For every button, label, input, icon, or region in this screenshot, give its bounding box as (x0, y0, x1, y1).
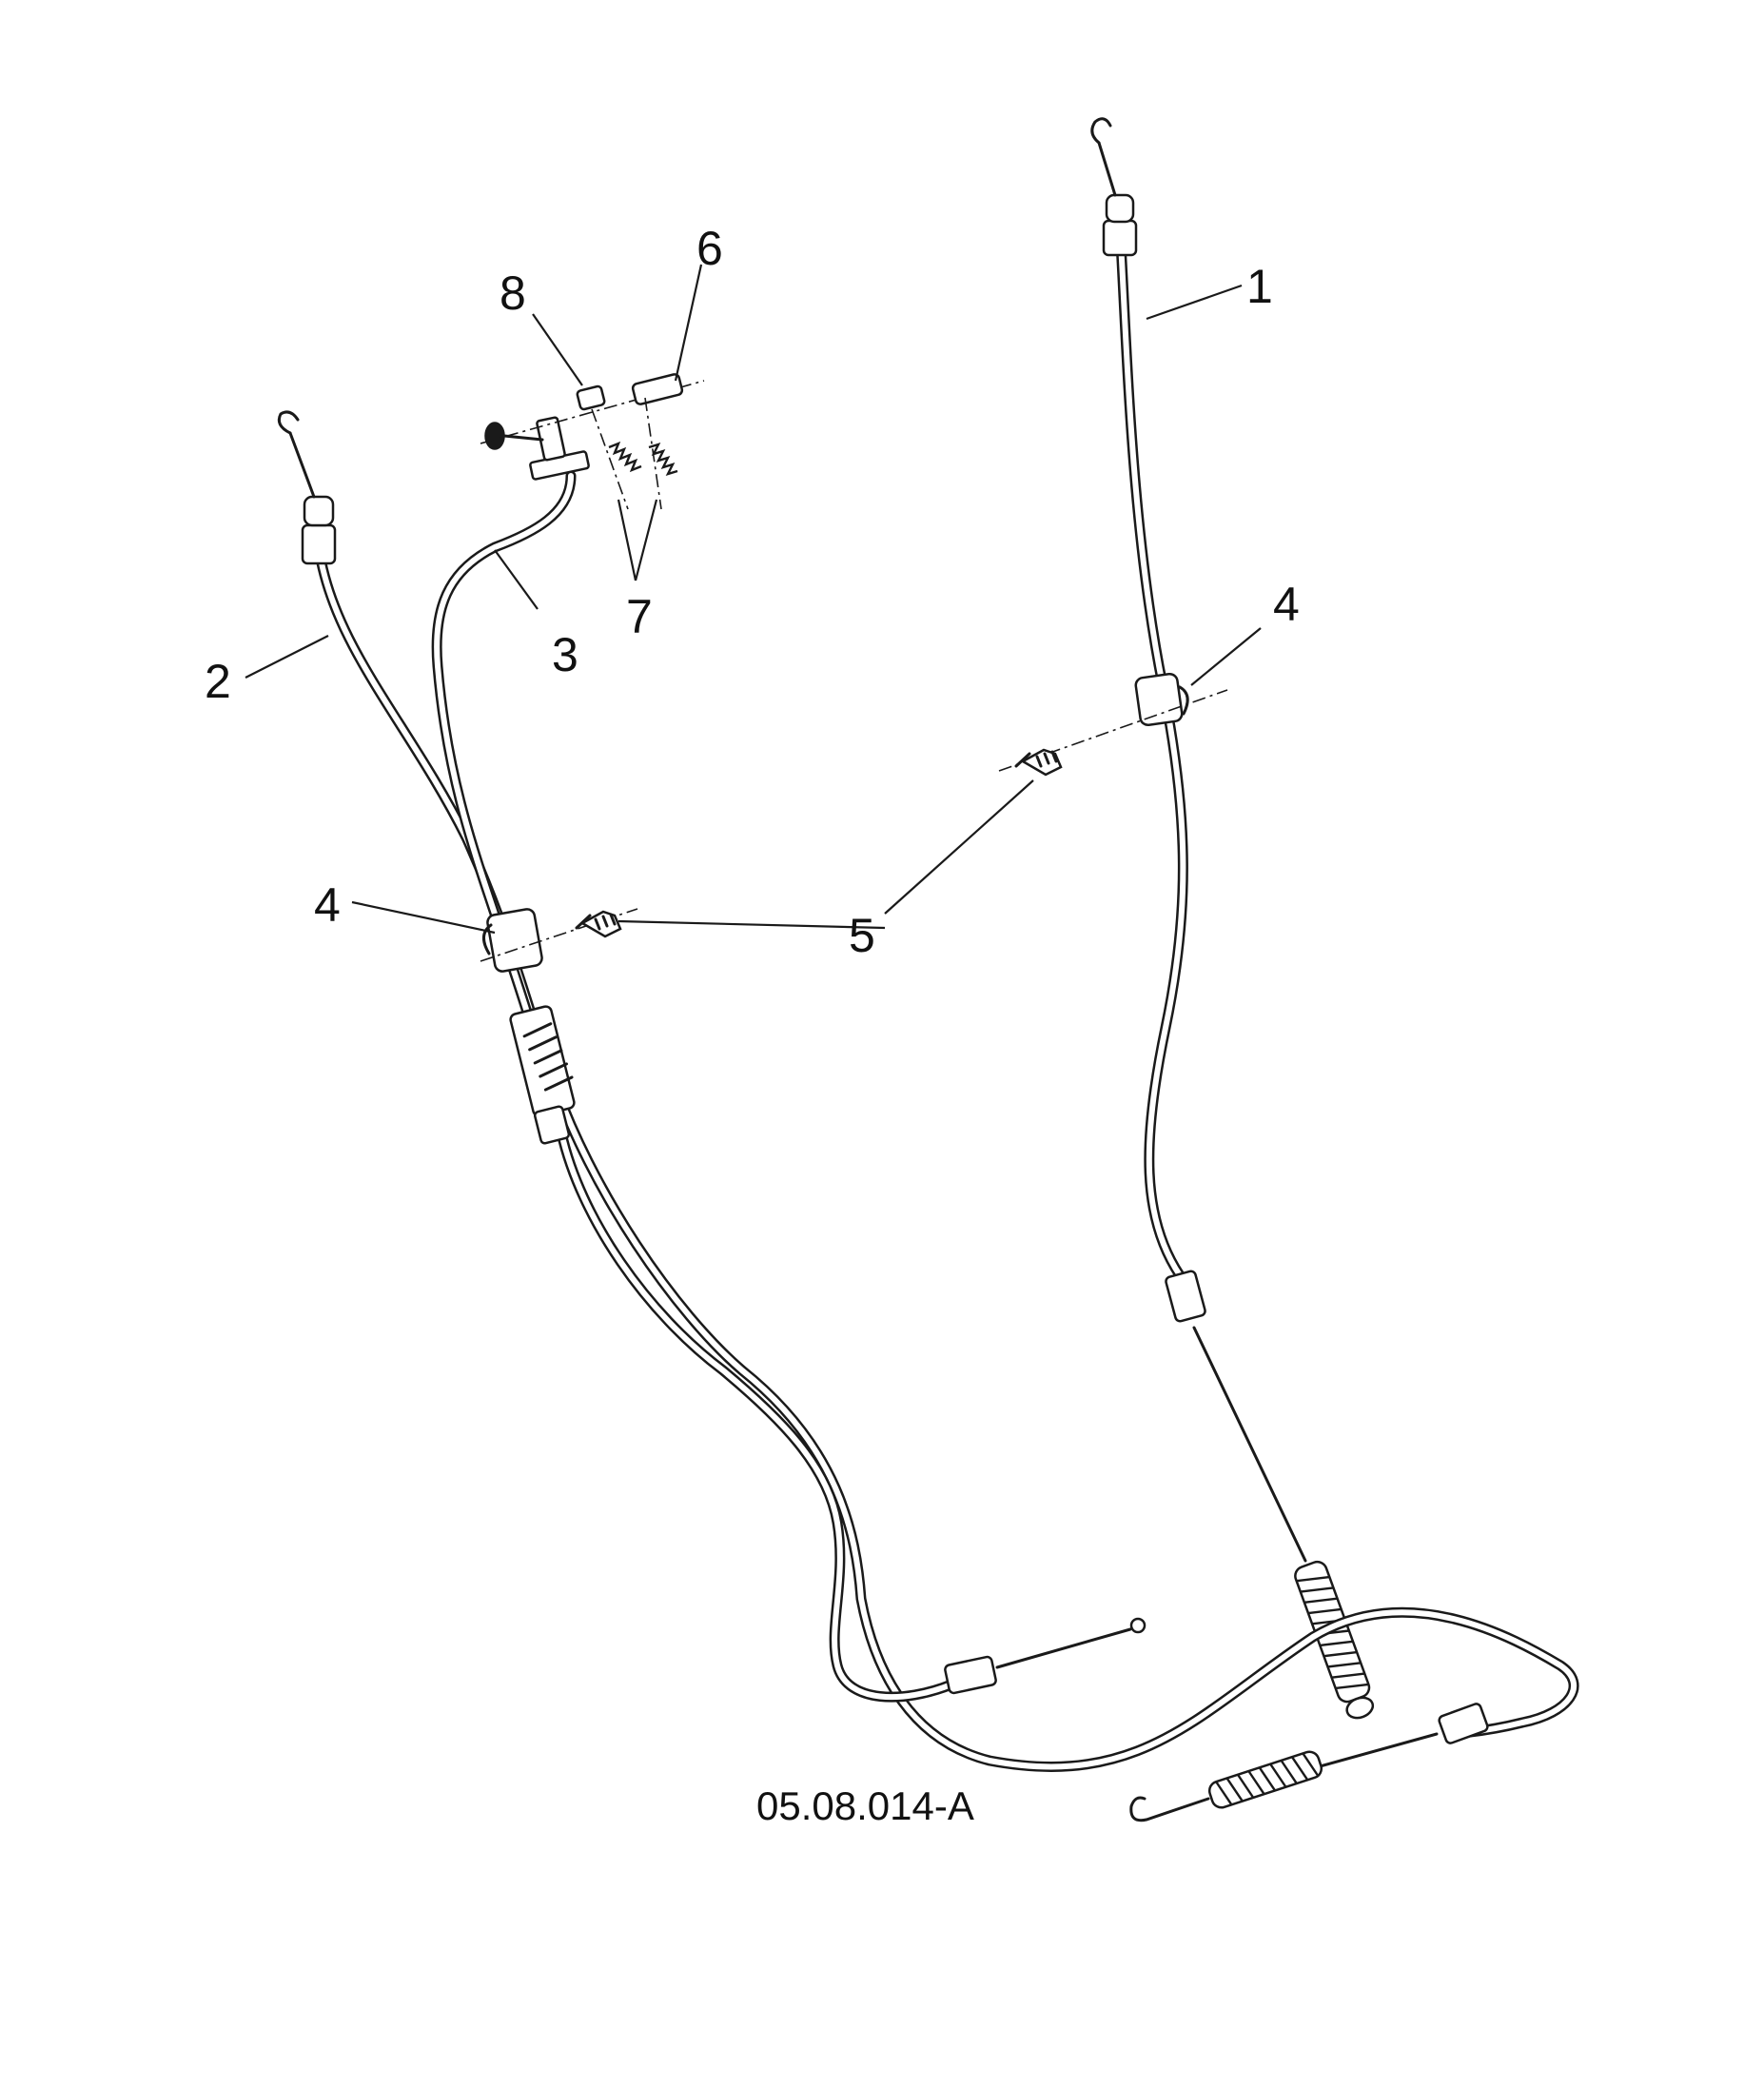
cable-1-top-ferrule (1102, 219, 1138, 257)
figure-code: 05.08.014-A (756, 1783, 974, 1828)
cable-1-top-hook (1090, 117, 1112, 145)
cable-3-bottom-ferrule (944, 1655, 997, 1695)
bushing-8-icon (576, 384, 606, 411)
cable-2-end-hook (1129, 1796, 1210, 1822)
cable-2 (277, 410, 1579, 1822)
leader-lines (245, 264, 1262, 935)
cable-1 (1090, 117, 1375, 1720)
callout-1: 1 (1246, 260, 1273, 313)
cable-3-end-eye (1129, 1617, 1147, 1634)
callout-5: 5 (849, 909, 875, 962)
cable-1-bottom-ferrule (1165, 1270, 1206, 1323)
clip-left-icon (482, 908, 543, 973)
cable-2-top-fitting (303, 495, 335, 527)
spring-7b-icon (648, 443, 678, 476)
clip-right-icon (1134, 672, 1189, 727)
callout-3: 3 (552, 628, 578, 681)
push-rivet-right-icon (1014, 748, 1063, 777)
cable-2-top-ferrule (301, 523, 337, 565)
bushing-6-icon (631, 373, 684, 405)
bushings-and-springs (480, 373, 705, 510)
callout-7: 7 (626, 590, 653, 643)
cable-3-adjuster (509, 1005, 576, 1117)
push-rivet-left-icon (575, 910, 622, 938)
callout-2: 2 (205, 655, 231, 708)
cable-2-top-hook (277, 410, 300, 435)
cable-2-spring (1207, 1750, 1323, 1809)
cable-2-bottom-ferrule (1438, 1703, 1489, 1744)
callout-4-left: 4 (314, 878, 341, 932)
callout-8: 8 (500, 266, 526, 320)
callout-4-right: 4 (1273, 578, 1300, 631)
cable-3 (431, 416, 1147, 1703)
spring-7a-icon (608, 441, 642, 473)
cable-1-top-fitting (1105, 193, 1135, 224)
cable-3-top-bracket (484, 416, 590, 481)
callout-6: 6 (696, 222, 723, 275)
